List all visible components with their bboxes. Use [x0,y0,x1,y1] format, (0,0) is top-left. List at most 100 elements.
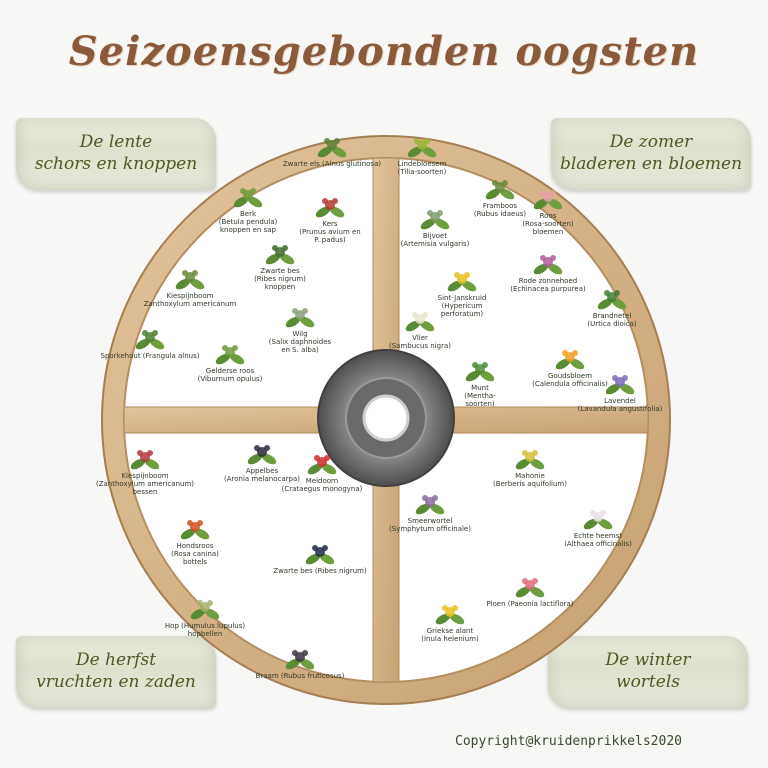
blossom-icon [147,450,153,456]
plant-meidoorn: Meidoorn(Crataegus monogyna) [282,455,363,493]
leaf-icon [233,196,249,208]
banner-summer: De zomer bladeren en bloemen [551,118,751,190]
plant-label: Vlier(Sambucus nigra) [389,334,451,350]
plant-label: Mahonie(Berberis aquifolium) [493,472,567,488]
leaf-icon [499,188,515,200]
blossom-icon [222,345,228,351]
leaf-icon [144,458,160,470]
leaf-icon [285,316,301,328]
blossom-icon [424,138,430,144]
blossom-icon [422,495,428,501]
blossom-icon [322,545,328,551]
leaf-icon [299,658,315,670]
leaf-icon [265,253,281,265]
blossom-icon [600,510,606,516]
page-title: Seizoensgebonden oogsten [68,28,700,75]
plant-braam: Braam (Rubus fruticosus) [256,650,345,680]
blossom-icon [232,345,238,351]
plant-label: Berk(Betula pendula)knoppen en sap [219,210,278,234]
blossom-icon [432,495,438,501]
leaf-icon [461,280,477,292]
leaf-icon [611,298,627,310]
banner-autumn: De herfst vruchten en zaden [16,636,216,708]
plant-label: Zwarte bes(Ribes nigrum)knoppen [254,267,306,291]
leaf-icon [180,528,196,540]
leaf-icon [419,320,435,332]
plant-label: Smeerwortel(Symphytum officinale) [389,517,471,533]
blossom-icon [152,330,158,336]
blossom-icon [422,312,428,318]
blossom-icon [312,545,318,551]
wheel-axle-hole [362,394,410,442]
leaf-icon [465,370,481,382]
blossom-icon [412,312,418,318]
plant-zwarte-bes: Zwarte bes (Ribes nigrum) [273,545,367,575]
plant-label: Lindebloesem(Tilia-soorten) [398,160,447,176]
leaf-icon [329,206,345,218]
leaf-icon [149,338,165,350]
plant-appelbes: Appelbes(Aronia melanocarpa) [224,445,300,483]
leaf-icon [279,253,295,265]
plant-label: Hop (Humulus lupulus)hopbellen [165,622,245,638]
leaf-icon [515,586,531,598]
leaf-icon [447,280,463,292]
leaf-icon [583,518,599,530]
plant-smeerwortel: Smeerwortel(Symphytum officinale) [389,495,471,533]
plant-label: Pioen (Paeonia lactiflora) [486,600,573,608]
blossom-icon [427,210,433,216]
leaf-icon [229,353,245,365]
blossom-icon [590,510,596,516]
plant-label: Lavendel(Lavandula angustifolia) [578,397,663,413]
blossom-icon [292,308,298,314]
blossom-icon [454,272,460,278]
leaf-icon [619,383,635,395]
plant-label: Braam (Rubus fruticosus) [256,672,345,680]
leaf-icon [605,383,621,395]
plant-label: Zwarte bes (Ribes nigrum) [273,567,367,575]
plant-lindebloesem: Lindebloesem(Tilia-soorten) [398,138,447,176]
leaf-icon [247,453,263,465]
leaf-icon [194,528,210,540]
leaf-icon [305,553,321,565]
plant-roos: Roos(Rosa-soorten)bloemen [522,190,574,236]
plant-sporkehout: Sporkehout (Frangula alnus) [101,330,200,360]
leaf-icon [429,503,445,515]
plant-pioen: Pioen (Paeonia lactiflora) [486,578,574,608]
leaf-icon [479,370,495,382]
plant-framboos: Framboos(Rubus idaeus) [474,180,526,218]
blossom-icon [322,198,328,204]
blossom-icon [414,138,420,144]
plant-brandnetel: Brandnetel(Urtica dioica) [587,290,637,328]
blossom-icon [612,375,618,381]
blossom-icon [302,650,308,656]
blossom-icon [540,190,546,196]
leaf-icon [407,146,423,158]
leaf-icon [415,503,431,515]
blossom-icon [282,245,288,251]
blossom-icon [240,188,246,194]
leaf-icon [331,146,347,158]
plant-rode-zonnehoed: Rode zonnehoed(Echinacea purpurea) [510,255,586,293]
blossom-icon [324,455,330,461]
plant-label: Griekse alant(Inula helenium) [421,627,479,643]
leaf-icon [449,613,465,625]
leaf-icon [529,458,545,470]
plant-label: Zwarte els (Alnus glutinosa) [283,160,381,168]
plant-vlier: Vlier(Sambucus nigra) [389,312,451,350]
blossom-icon [464,272,470,278]
leaf-icon [215,353,231,365]
leaf-icon [204,608,220,620]
blossom-icon [622,375,628,381]
plant-label: Sporkehout (Frangula alnus) [101,352,200,360]
plant-label: Goudsbloem(Calendula officinalis) [532,372,608,388]
blossom-icon [540,255,546,261]
blossom-icon [522,450,528,456]
banner-winter: De winter wortels [548,636,748,708]
leaf-icon [547,263,563,275]
leaf-icon [130,458,146,470]
plant-label: Roos(Rosa-soorten)bloemen [522,212,574,236]
plant-echte-heemst: Echte heemst(Althaea officinalis) [564,510,632,548]
blossom-icon [452,605,458,611]
